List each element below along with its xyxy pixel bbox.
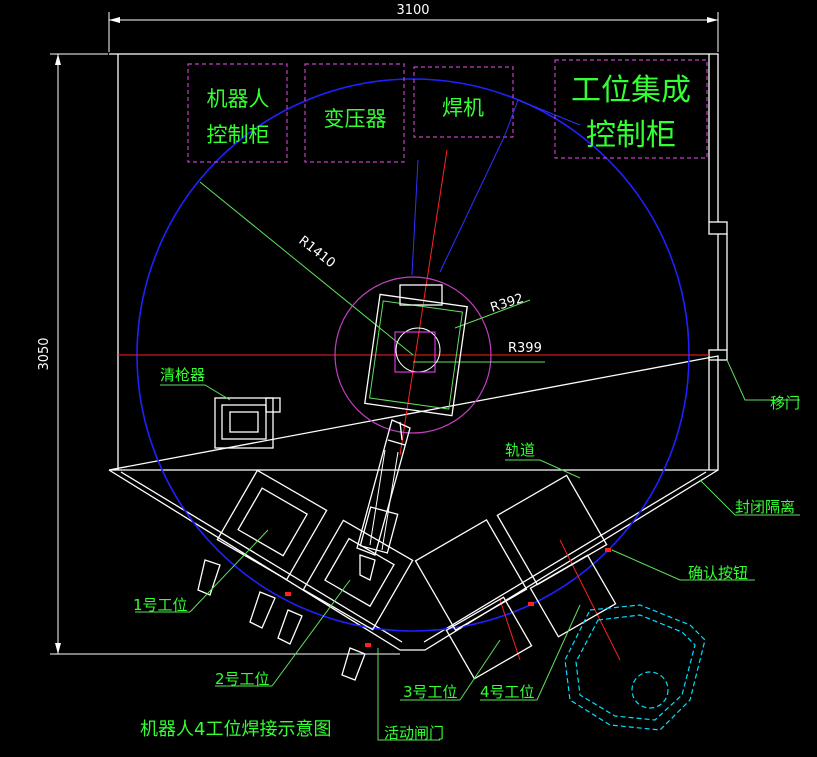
r392-leader: [454, 299, 531, 329]
dimension-width: [108, 12, 719, 52]
sliding-door-label: 移门: [770, 394, 800, 412]
r392-label: R392: [489, 291, 526, 316]
station2-label: 2号工位: [215, 670, 270, 688]
welder-label: 焊机: [442, 96, 484, 120]
robot-base-circle: [334, 276, 492, 434]
robot: [356, 284, 468, 581]
station1-label: 1号工位: [133, 596, 188, 614]
transformer-box: [304, 63, 405, 163]
r1410-label: R1410: [296, 233, 338, 271]
confirm-button-label: 确认按钮: [688, 564, 748, 582]
movable-door-label: 活动闸门: [384, 724, 444, 742]
drawing-title: 机器人4工位焊接示意图: [140, 719, 331, 740]
robot-controller-label-1: 机器人: [207, 87, 270, 111]
station4-label: 4号工位: [480, 683, 535, 701]
enclosure-label: 封闭隔离: [735, 498, 795, 516]
station-cabinet-box: [554, 59, 708, 159]
center-lines: [118, 149, 709, 661]
station-2: [302, 519, 414, 681]
r1410-leader: [199, 181, 414, 356]
dimension-height: [50, 53, 400, 655]
welder-box: [413, 66, 514, 138]
red-markers: [285, 548, 611, 647]
enclosure-outline: [108, 53, 728, 651]
gun-cleaner-label: 清枪器: [160, 366, 205, 384]
robot-controller-box: [187, 63, 288, 163]
dim-height-label: 3050: [37, 337, 52, 370]
station-cabinet-label-1: 工位集成: [571, 73, 691, 108]
station-cabinet-label-2: 控制柜: [586, 118, 676, 153]
track-label: 轨道: [505, 441, 535, 459]
station-3: [414, 518, 533, 680]
dim-width-label: 3100: [396, 3, 429, 18]
gun-cleaner: [214, 397, 281, 449]
station3-label: 3号工位: [403, 683, 458, 701]
station-1: [197, 469, 328, 645]
cable-lines: [411, 99, 581, 276]
operator-outline: [564, 604, 706, 731]
station-4: [496, 474, 617, 638]
transformer-label: 变压器: [324, 107, 387, 131]
r399-label: R399: [508, 341, 542, 356]
robot-controller-label-2: 控制柜: [207, 123, 270, 147]
